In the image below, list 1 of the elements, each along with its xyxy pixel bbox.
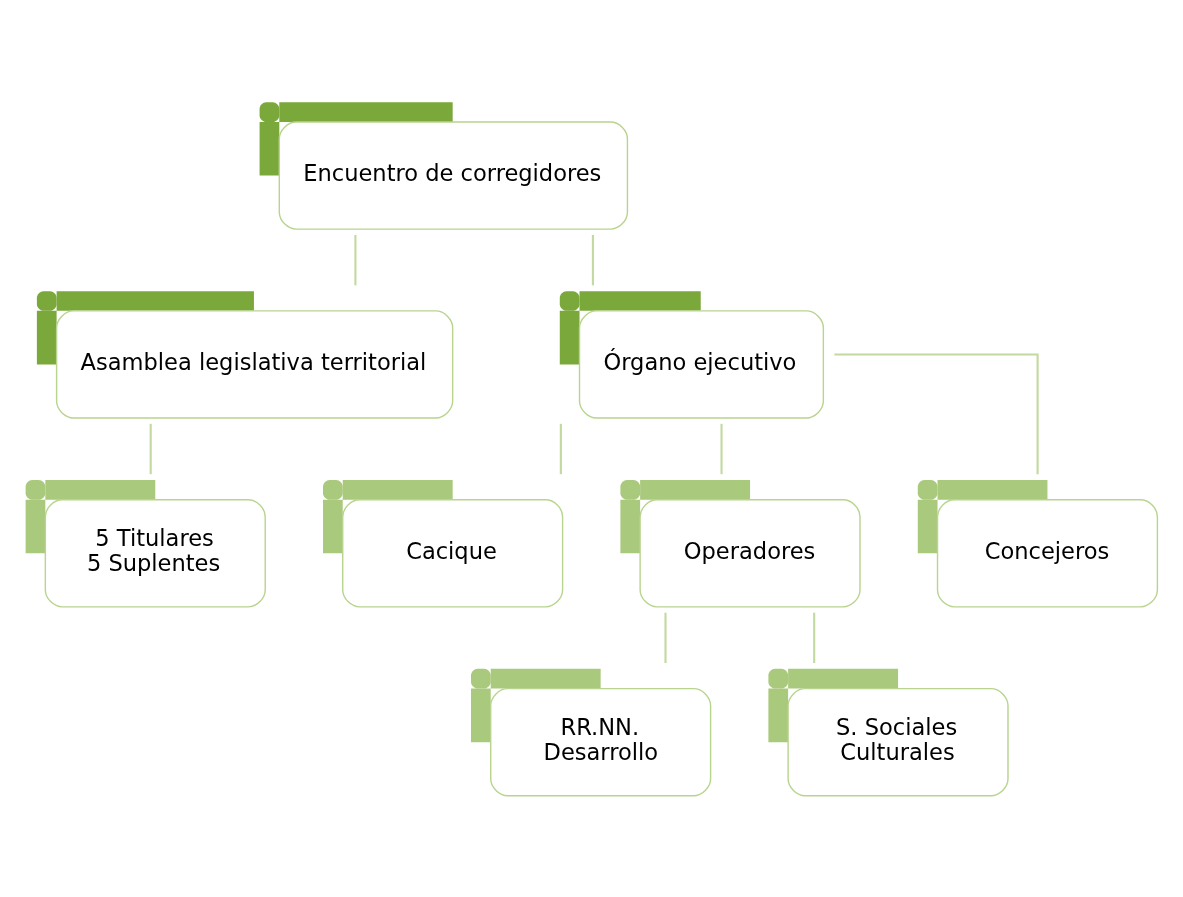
node-text: Órgano ejecutivo [603, 348, 797, 375]
